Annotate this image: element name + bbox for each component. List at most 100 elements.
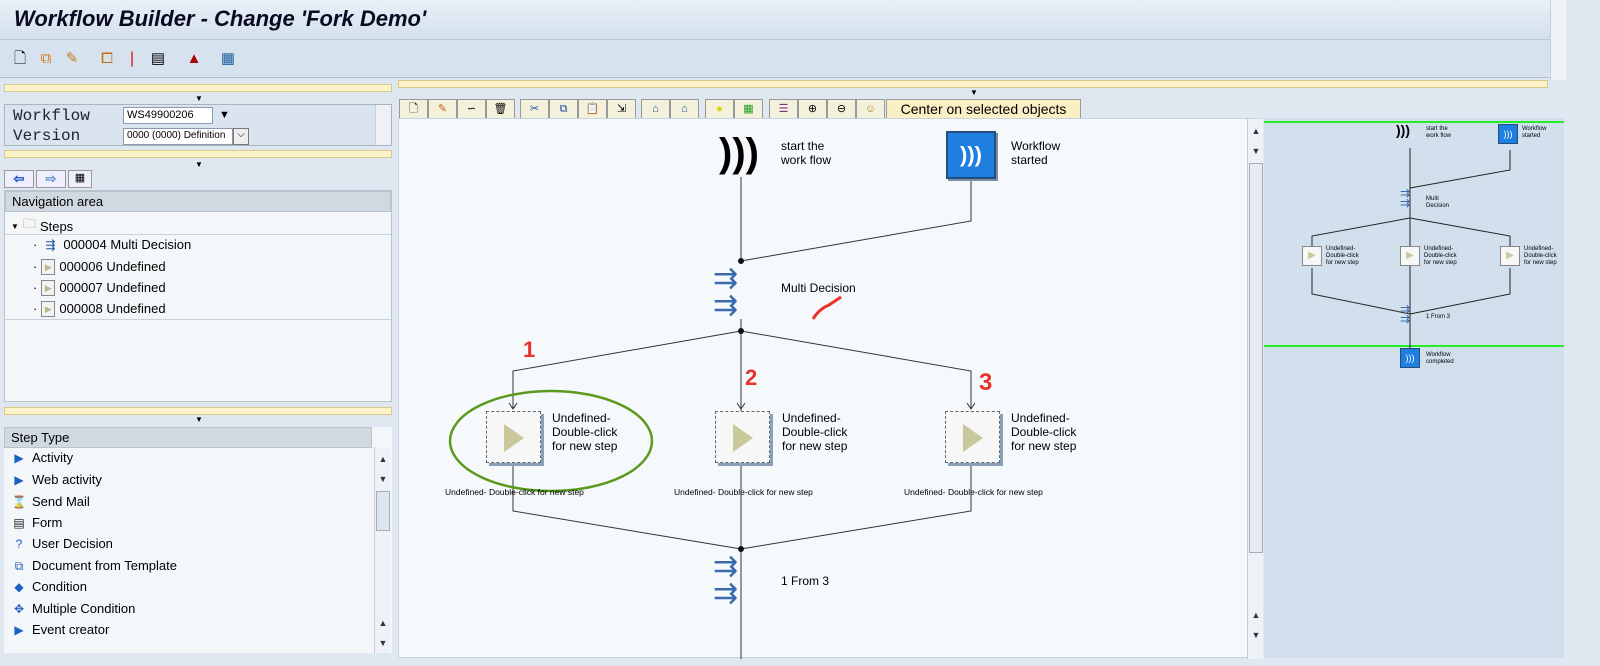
tree-item[interactable]: ·▶000006 Undefined bbox=[33, 258, 166, 275]
title-bar: Workflow Builder - Change 'Fork Demo' bbox=[0, 0, 1550, 40]
layout-icon[interactable]: ▦ bbox=[220, 50, 236, 67]
step-type-item[interactable]: ?User Decision bbox=[10, 533, 113, 554]
move-icon[interactable]: ⇲ bbox=[607, 99, 636, 119]
tree-item-label: 000008 Undefined bbox=[59, 301, 166, 316]
step-type-label: User Decision bbox=[32, 536, 113, 551]
join-icon[interactable]: ⇉⇉ bbox=[713, 550, 739, 610]
header-splitter[interactable] bbox=[4, 84, 392, 92]
copy-icon[interactable]: ⧉ bbox=[40, 50, 52, 67]
step-type-item[interactable]: ▶Event creator bbox=[10, 619, 109, 640]
step-type-label: Document from Template bbox=[32, 558, 177, 573]
expand-icon[interactable]: ▼ bbox=[11, 221, 19, 231]
collapse-arrow-icon[interactable]: ▼ bbox=[970, 88, 978, 97]
step-label: Undefined- Double-click for new step bbox=[1011, 411, 1077, 453]
step-type-item[interactable]: ⌛Send Mail bbox=[10, 491, 90, 512]
version-dropdown-icon[interactable]: ⌵ bbox=[233, 128, 249, 145]
canvas-splitter[interactable] bbox=[398, 80, 1548, 88]
undefined-step-3[interactable] bbox=[945, 411, 1000, 463]
header-scrollbar[interactable] bbox=[375, 105, 391, 145]
overview-step-icon: ▶ bbox=[1500, 246, 1520, 266]
step-type-header: Step Type bbox=[4, 427, 372, 448]
nav-splitter[interactable] bbox=[4, 150, 392, 158]
step-type-item[interactable]: ◆Condition bbox=[10, 576, 87, 597]
pencil-icon[interactable]: ✎ bbox=[428, 99, 457, 119]
tree-item[interactable]: ·▶000007 Undefined bbox=[33, 279, 166, 296]
workflow-label: Workflow bbox=[13, 107, 90, 125]
step-type-item[interactable]: ✥Multiple Condition bbox=[10, 598, 135, 619]
collapse-arrow-icon[interactable]: ▼ bbox=[195, 160, 203, 169]
overview-panel[interactable]: ))) start the work flow ))) Workflow sta… bbox=[1264, 118, 1564, 658]
steps-root[interactable]: ▼ 🗀 Steps bbox=[11, 215, 73, 237]
undefined-step-1[interactable] bbox=[486, 411, 541, 463]
workflow-started-label: Workflow started bbox=[1011, 139, 1061, 167]
nav-toolbar: ⇦ ⇨ ▦ bbox=[4, 170, 112, 188]
activity-icon: ▶ bbox=[14, 450, 24, 465]
overview-label: Workflow completed bbox=[1426, 352, 1454, 365]
new-step-icon[interactable]: 🗋 bbox=[399, 99, 428, 119]
collapse-arrow-icon[interactable]: ▼ bbox=[195, 415, 203, 424]
cut-icon[interactable]: ✂ bbox=[520, 99, 549, 119]
step-type-panel: Step Type ▶ Activity ▶Web activity ⌛Send … bbox=[4, 427, 392, 653]
overview-label: 1 From 3 bbox=[1426, 314, 1451, 320]
tree-icon[interactable]: ▦ bbox=[68, 170, 92, 188]
zoom-in-icon[interactable]: ⊕ bbox=[798, 99, 827, 119]
step-type-item[interactable]: ▤Form bbox=[10, 512, 62, 533]
canvas-scrollbar[interactable]: ▲▼ ▲▼ bbox=[1247, 119, 1263, 659]
annotation-2: 2 bbox=[745, 365, 758, 390]
step-type-label: Event creator bbox=[32, 622, 110, 637]
annotation-3: 3 bbox=[979, 369, 993, 396]
collapse-block-icon[interactable]: ⌂ bbox=[670, 99, 699, 119]
check-icon[interactable]: ⧠ bbox=[100, 50, 113, 67]
tree-item[interactable]: ·▶000008 Undefined bbox=[33, 300, 166, 317]
align-icon[interactable]: ☰ bbox=[769, 99, 798, 119]
step-type-scrollbar[interactable]: ▲▼ ▲▼ bbox=[374, 447, 390, 653]
window-title: Workflow Builder - Change 'Fork Demo' bbox=[14, 6, 427, 31]
navigation-area: Navigation area ▼ 🗀 Steps ·⇶000004 Multi… bbox=[4, 190, 392, 402]
step-caption: Undefined- Double-click for new step bbox=[904, 487, 1043, 497]
step-type-label: Form bbox=[32, 515, 63, 530]
collapse-arrow-icon[interactable]: ▼ bbox=[195, 94, 203, 103]
forward-icon[interactable]: ⇨ bbox=[36, 170, 66, 188]
new-icon[interactable]: 🗋 bbox=[13, 50, 27, 67]
overview-label: Undefined- Double-click for new step bbox=[1424, 246, 1457, 266]
workflow-started-icon[interactable]: ))) bbox=[946, 131, 996, 179]
pattern-icon[interactable]: ∽ bbox=[457, 99, 486, 119]
version-select[interactable]: 0000 (0000) Definition bbox=[123, 128, 233, 145]
step-label: Undefined- Double-click for new step bbox=[782, 411, 848, 453]
steptype-splitter[interactable] bbox=[4, 407, 392, 415]
connector-lines bbox=[448, 177, 976, 659]
workflow-canvas[interactable]: ))) start the work flow ))) Workflow sta… bbox=[398, 118, 1263, 659]
back-icon[interactable]: ⇦ bbox=[4, 170, 34, 188]
user-icon[interactable]: ☺ bbox=[856, 99, 885, 119]
workflow-input[interactable]: WS49900206 bbox=[123, 107, 213, 124]
undefined-step-2[interactable] bbox=[715, 411, 770, 463]
expand-block-icon[interactable]: ⌂ bbox=[641, 99, 670, 119]
steps-label: Steps bbox=[39, 218, 74, 234]
step-type-item[interactable]: ▶Web activity bbox=[10, 469, 101, 490]
join-label: 1 From 3 bbox=[781, 574, 830, 588]
grid-icon[interactable]: ▦ bbox=[734, 99, 763, 119]
start-event-icon[interactable]: ))) bbox=[719, 131, 759, 175]
window-scrollbar[interactable] bbox=[1550, 0, 1566, 80]
paste-icon[interactable]: 📋 bbox=[578, 99, 607, 119]
overview-label: start the work flow bbox=[1426, 126, 1452, 139]
highlight-icon[interactable]: ● bbox=[705, 99, 734, 119]
tree-item[interactable]: ·⇶000004 Multi Decision bbox=[33, 237, 192, 252]
copy-step-icon[interactable]: ⧉ bbox=[549, 99, 578, 119]
hat-icon[interactable]: ▲ bbox=[186, 50, 202, 67]
step-type-label: Multiple Condition bbox=[32, 601, 136, 616]
workflow-dropdown-icon[interactable]: ▼ bbox=[219, 109, 230, 121]
step-type-item[interactable]: ▶ Activity bbox=[10, 447, 73, 468]
delete-icon[interactable]: 🗑 bbox=[486, 99, 515, 119]
center-on-selected-button[interactable]: Center on selected objects bbox=[886, 99, 1081, 119]
activate-icon[interactable]: ❘ bbox=[125, 50, 139, 67]
step-type-item[interactable]: ⧉Document from Template bbox=[10, 555, 177, 576]
step-type-label: Send Mail bbox=[32, 494, 90, 509]
step-type-label: Condition bbox=[32, 579, 87, 594]
edit-icon[interactable]: ✎ bbox=[65, 50, 79, 67]
test-icon[interactable]: ▤ bbox=[150, 50, 166, 67]
zoom-out-icon[interactable]: ⊖ bbox=[827, 99, 856, 119]
multi-decision-icon[interactable]: ⇉⇉ bbox=[713, 262, 739, 322]
step-type-label: Activity bbox=[32, 450, 74, 465]
navigation-title: Navigation area bbox=[5, 191, 391, 212]
